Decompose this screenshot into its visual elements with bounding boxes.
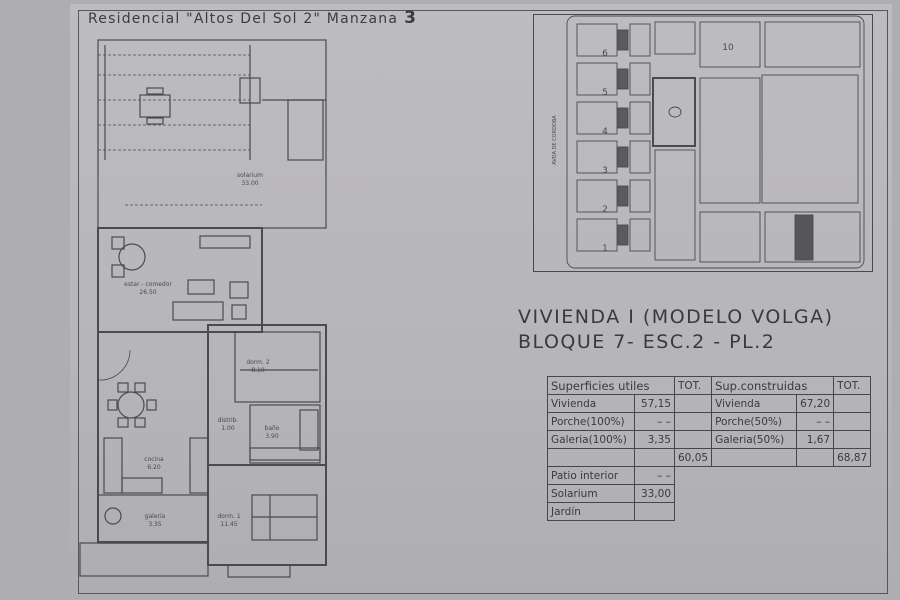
dwelling-model-heading: VIVIENDA I (MODELO VOLGA) [518,306,834,328]
housing-block-core [617,224,629,246]
block-number: 2 [602,205,608,215]
total-utiles: 60,05 [673,448,713,467]
room-label-dorm-2: dorm. 2 [246,359,270,366]
cell [634,448,675,467]
room-area-solarium: 33.00 [241,180,258,187]
cell: – – [634,412,675,431]
housing-block [576,218,618,252]
cell: Jardín [547,502,635,521]
surface-areas-table: Superficies utiles TOT. Sup.construidas … [547,376,872,521]
cell: Vivienda [711,394,798,413]
cell [833,394,872,413]
cell [634,502,675,521]
block-number: 3 [602,166,608,176]
cell: 33,00 [634,484,675,503]
table-total-row: 60,05 68,87 [547,448,872,467]
cell: Vivienda [547,394,635,413]
room-area-cocina: 6.20 [147,464,161,471]
table-row: Galeria(100%) 3,35 Galeria(50%) 1,67 [547,430,872,449]
cell: 57,15 [634,394,675,413]
cell: Porche(50%) [711,412,798,431]
cell [673,412,713,431]
cell: Galeria(50%) [711,430,798,449]
cell: – – [634,466,675,485]
table-row: Patio interior – – [547,466,871,485]
site-plan-frame [533,14,873,272]
housing-block [576,140,618,174]
room-area-dorm-1: 11.45 [220,521,237,528]
housing-block-core [617,29,629,51]
header-tot-construidas: TOT. [833,376,872,395]
title-text: Residencial "Altos Del Sol 2" Manzana [88,11,399,27]
cell: 1,67 [796,430,835,449]
housing-block-garden [629,179,651,213]
cell [833,430,872,449]
housing-block-garden [629,140,651,174]
housing-block-core [617,146,629,168]
cell [796,448,835,467]
housing-block [576,62,618,96]
street-label: AVDA DE CORDOBA [552,115,558,165]
room-label-bano: baño [265,425,280,432]
bathtub-icon [299,409,319,451]
housing-block-garden [629,218,651,252]
total-construidas: 68,87 [833,448,872,467]
housing-block-core [617,68,629,90]
cell [673,430,713,449]
site-plan-drawing [566,15,865,269]
cell [547,448,635,467]
room-label-solarium: solarium [237,172,263,179]
housing-block-garden [629,23,651,57]
table-row: Solarium 33,00 [547,484,871,503]
cell: 3,35 [634,430,675,449]
cell: Patio interior [547,466,635,485]
housing-block-garden [629,62,651,96]
header-sup-construidas: Sup.construidas [711,376,835,395]
drawing-frame [78,10,888,594]
room-area-estar-comedor: 26.50 [139,289,156,296]
housing-block-core [617,107,629,129]
manzana-number: 3 [404,8,418,28]
room-area-distrib: 1.00 [221,425,235,432]
drawing-title: Residencial "Altos Del Sol 2" Manzana 3 [88,8,417,28]
table-row: Vivienda 57,15 Vivienda 67,20 [547,394,872,413]
housing-block [576,101,618,135]
block-number: 1 [602,244,608,254]
block-number: 10 [722,43,734,53]
cell: Galeria(100%) [547,430,635,449]
cell: Porche(100%) [547,412,635,431]
header-superficies-utiles: Superficies utiles [547,376,675,395]
cell: 67,20 [796,394,835,413]
room-label-galeria: galería [145,513,166,520]
cell [833,412,872,431]
cell: – – [796,412,835,431]
housing-block [576,179,618,213]
room-area-dorm-2: 8.10 [251,367,265,374]
room-label-distrib: distrib. [218,417,239,424]
housing-block-core [617,185,629,207]
cell [673,394,713,413]
block-number: 6 [602,49,608,59]
cell [711,448,798,467]
table-row: Porche(100%) – – Porche(50%) – – [547,412,872,431]
room-area-bano: 3.90 [265,433,279,440]
block-number: 5 [602,88,608,98]
header-tot-utiles: TOT. [673,376,713,395]
housing-block [576,23,618,57]
block-number: 4 [602,127,608,137]
housing-block-garden [629,101,651,135]
cell: Solarium [547,484,635,503]
dining-table-icon [117,391,145,419]
room-label-cocina: cocina [144,456,164,463]
table-header-row: Superficies utiles TOT. Sup.construidas … [547,376,872,395]
room-label-estar-comedor: estar - comedor [124,281,172,288]
solarium-outline [97,39,327,229]
table-icon [139,94,171,118]
room-label-dorm-1: dorm. 1 [217,513,241,520]
block-location-heading: BLOQUE 7- ESC.2 - PL.2 [518,331,776,353]
room-area-galeria: 3.35 [148,521,162,528]
table-row: Jardín [547,502,871,521]
